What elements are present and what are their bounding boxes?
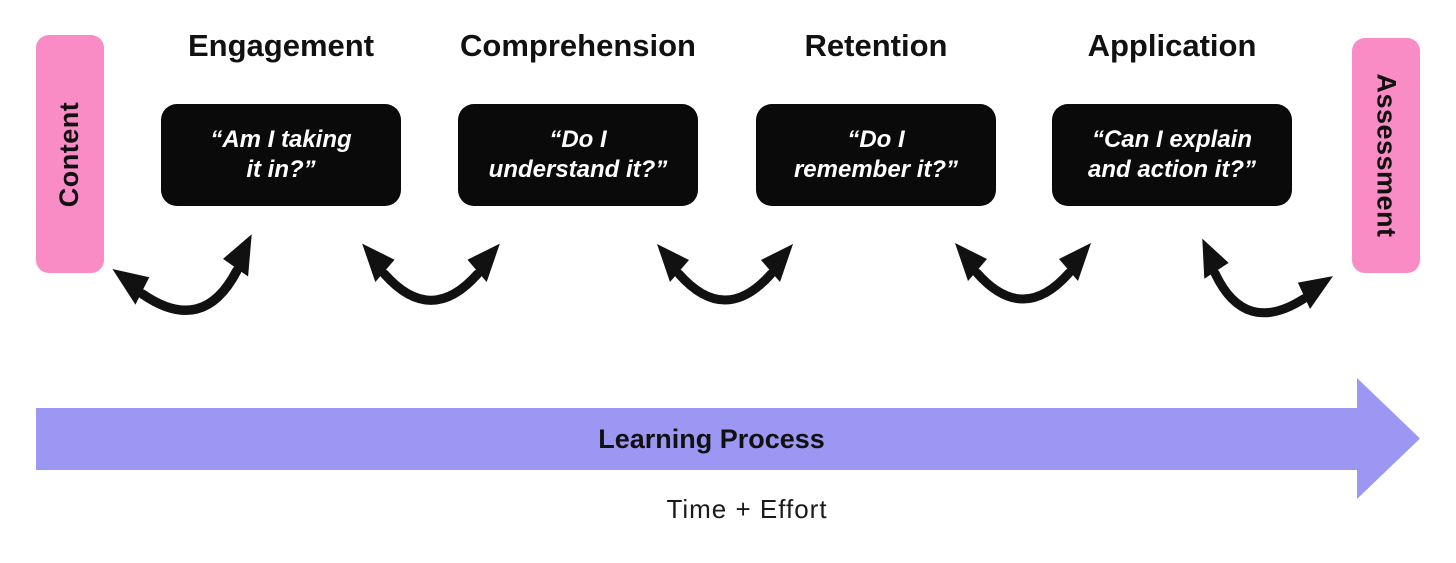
quote-line-1: “Am I taking [210, 125, 352, 153]
curved-double-arrow-icon [350, 233, 512, 325]
stage-title: Comprehension [460, 28, 696, 63]
stage-retention: Retention “Do I remember it?” [756, 26, 996, 206]
quote-box: “Am I taking it in?” [161, 104, 401, 206]
content-label: Content [54, 101, 85, 207]
stage-engagement: Engagement “Am I taking it in?” [161, 26, 401, 206]
curved-double-arrow-icon [943, 233, 1103, 323]
curved-double-arrow-icon [1168, 225, 1347, 358]
curved-double-arrow-icon [97, 221, 285, 354]
stage-application: Application “Can I explain and action it… [1052, 26, 1292, 206]
stage-title: Retention [804, 28, 948, 63]
quote-box: “Do I remember it?” [756, 104, 996, 206]
quote-line-1: “Can I explain [1091, 125, 1253, 153]
quote-line-1: “Do I [847, 125, 905, 153]
quote-line-2: and action it?” [1088, 156, 1256, 183]
learning-process-arrow [36, 378, 1420, 499]
quote-line-2: it in?” [246, 156, 316, 183]
quote-box: “Can I explain and action it?” [1052, 104, 1292, 206]
learning-process-label: Learning Process [598, 423, 825, 454]
quote-box: “Do I understand it?” [458, 104, 698, 206]
quote-line-2: remember it?” [793, 156, 959, 183]
stage-title: Application [1087, 28, 1257, 63]
content-pill: Content [36, 35, 104, 273]
assessment-label: Assessment [1371, 73, 1402, 238]
time-effort-label: Time + Effort [666, 494, 828, 524]
quote-line-1: “Do I [549, 125, 607, 153]
stage-comprehension: Comprehension “Do I understand it?” [458, 26, 698, 206]
curved-double-arrow-icon [645, 234, 805, 324]
quote-line-2: understand it?” [488, 156, 668, 183]
assessment-pill: Assessment [1352, 38, 1420, 273]
stage-title: Engagement [187, 28, 375, 63]
